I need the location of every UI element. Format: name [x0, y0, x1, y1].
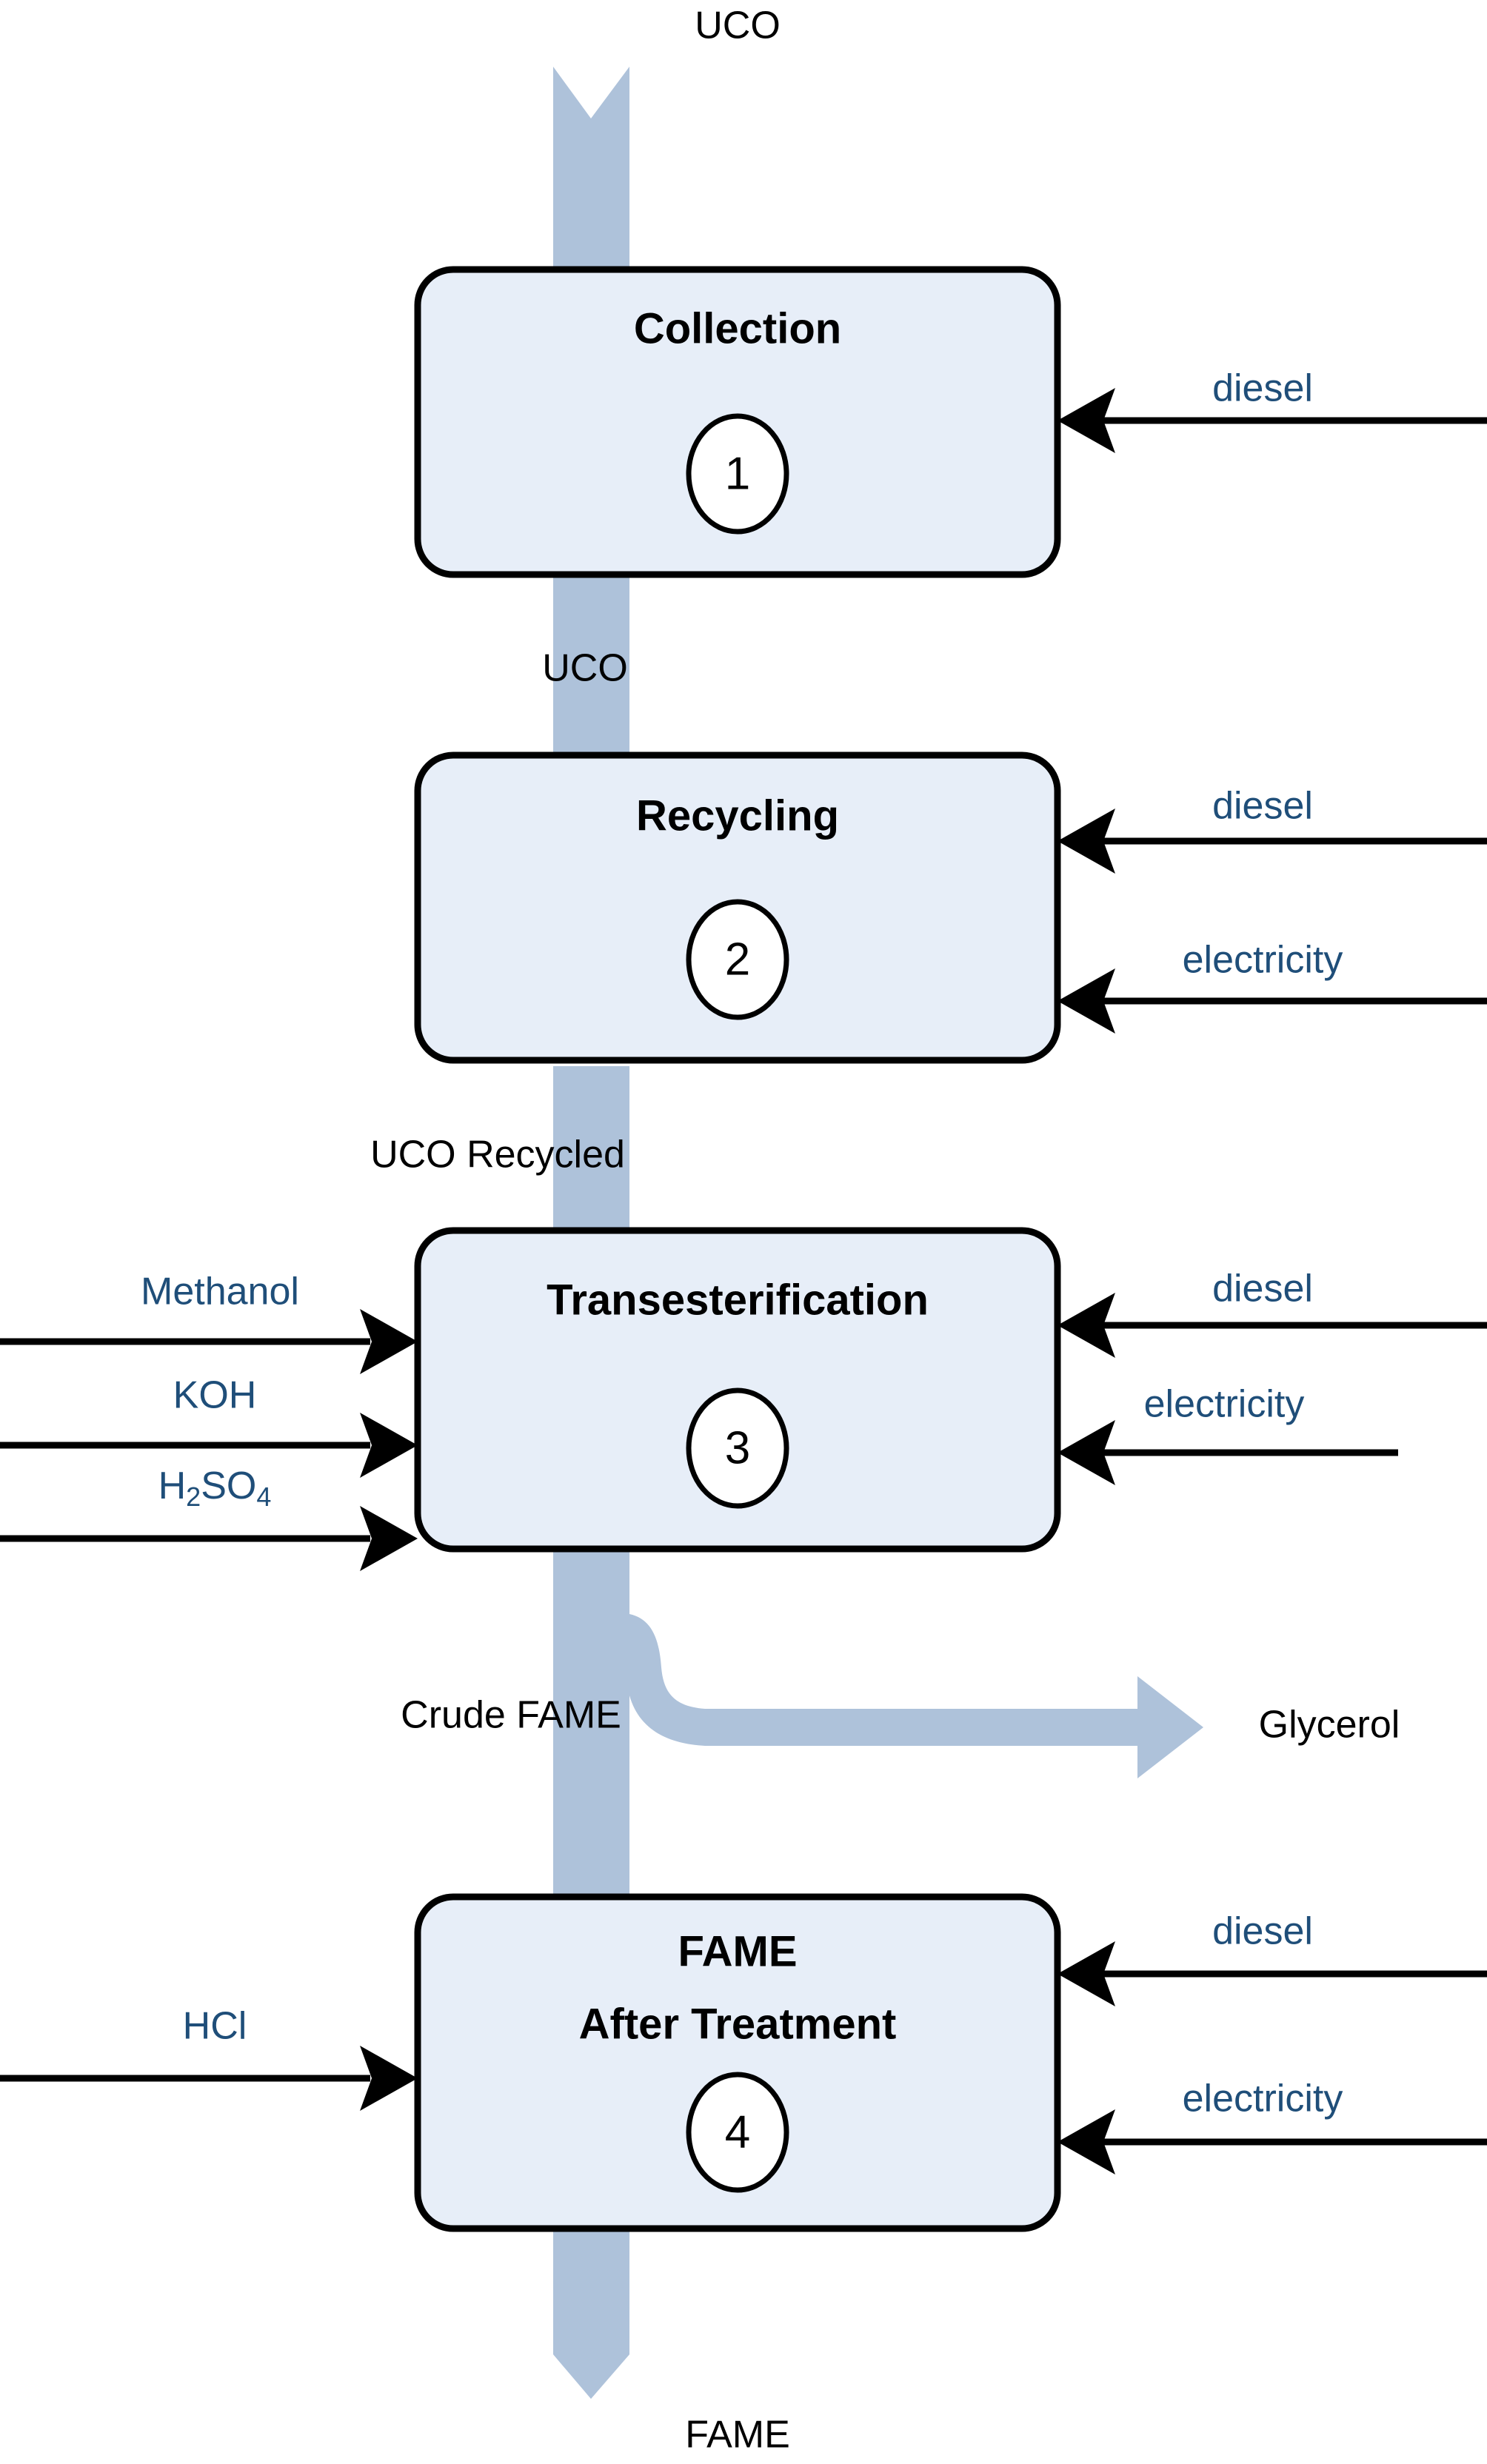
unit-box-collection-number: 1	[725, 448, 750, 499]
input-arrow-fame-after-treatment-hcl-head	[360, 2046, 418, 2111]
input-arrow-transesterification-diesel-head	[1057, 1293, 1115, 1358]
stream-label-inlet-uco: UCO	[695, 4, 781, 47]
flow-stream-recycling-to-transesterification	[553, 1066, 629, 1236]
unit-box-fame-after-treatment-title-line2: After Treatment	[579, 2000, 897, 2048]
input-arrow-transesterification-electricity[interactable]: electricity	[1057, 1383, 1398, 1485]
unit-box-collection[interactable]: Collection 1	[414, 266, 1061, 578]
flow-stream-inlet-uco	[553, 67, 629, 274]
flow-stream-collection-to-recycling	[553, 570, 629, 759]
unit-box-collection-title: Collection	[634, 304, 841, 352]
input-arrow-fame-after-treatment-hcl[interactable]: HCl	[0, 2005, 418, 2111]
input-label-recycling-diesel: diesel	[1212, 785, 1313, 828]
unit-box-transesterification-title: Transesterification	[547, 1276, 929, 1324]
unit-box-transesterification-badge	[686, 1387, 789, 1509]
input-arrow-transesterification-koh-head	[360, 1413, 418, 1478]
input-arrow-collection-diesel-head	[1057, 388, 1115, 453]
unit-box-recycling[interactable]: Recycling 2	[414, 751, 1061, 1064]
unit-box-recycling-number: 2	[725, 934, 750, 985]
stream-label-outlet-fame: FAME	[685, 2414, 790, 2457]
input-arrow-collection-diesel[interactable]: diesel	[1057, 367, 1487, 453]
stream-label-glycerol: Glycerol	[1259, 1704, 1400, 1747]
input-arrow-fame-after-treatment-electricity[interactable]: electricity	[1057, 2078, 1487, 2175]
input-arrow-fame-after-treatment-electricity-head	[1057, 2109, 1115, 2175]
input-label-fame-after-treatment-electricity: electricity	[1183, 2078, 1343, 2120]
input-label-recycling-electricity: electricity	[1183, 939, 1343, 982]
unit-box-fame-after-treatment-badge	[686, 2072, 789, 2193]
input-arrow-recycling-diesel[interactable]: diesel	[1057, 785, 1487, 874]
input-arrow-recycling-electricity-head	[1057, 968, 1115, 1034]
unit-box-transesterification-number: 3	[725, 1422, 750, 1473]
input-arrow-transesterification-methanol[interactable]: Methanol	[0, 1270, 418, 1374]
input-arrow-fame-after-treatment-diesel-head	[1057, 1941, 1115, 2006]
input-arrow-transesterification-h2so4-head	[360, 1506, 418, 1571]
h2so4-part-2: 2	[186, 1482, 201, 1512]
unit-box-collection-badge	[686, 413, 789, 535]
unit-box-recycling-title: Recycling	[636, 791, 839, 840]
input-label-fame-after-treatment-hcl: HCl	[183, 2005, 247, 2048]
h2so4-part-h: H	[158, 1464, 187, 1507]
unit-box-fame-after-treatment-shape	[414, 1893, 1061, 2232]
h2so4-part-so: SO	[201, 1464, 256, 1507]
input-arrow-transesterification-h2so4[interactable]: H2SO4	[0, 1464, 418, 1571]
stream-label-recycling-to-transesterification: UCO Recycled	[370, 1134, 625, 1176]
input-arrow-transesterification-diesel[interactable]: diesel	[1057, 1268, 1487, 1358]
unit-box-fame-after-treatment-number: 4	[725, 2106, 750, 2157]
input-label-transesterification-electricity: electricity	[1144, 1383, 1305, 1426]
input-arrow-transesterification-methanol-head	[360, 1309, 418, 1374]
input-arrow-fame-after-treatment-diesel[interactable]: diesel	[1057, 1910, 1487, 2006]
unit-box-transesterification[interactable]: Transesterification 3	[414, 1227, 1061, 1553]
unit-box-fame-after-treatment[interactable]: FAME After Treatment 4	[414, 1893, 1061, 2232]
input-arrow-recycling-diesel-head	[1057, 808, 1115, 874]
input-label-transesterification-diesel: diesel	[1212, 1268, 1313, 1310]
h2so4-part-4: 4	[256, 1482, 271, 1512]
input-arrow-transesterification-electricity-head	[1057, 1420, 1115, 1485]
unit-box-fame-after-treatment-title-line1: FAME	[678, 1927, 797, 1975]
input-label-transesterification-koh: KOH	[173, 1374, 257, 1417]
stream-label-collection-to-recycling: UCO	[542, 647, 628, 690]
input-arrow-transesterification-koh[interactable]: KOH	[0, 1374, 418, 1478]
input-arrow-recycling-electricity[interactable]: electricity	[1057, 939, 1487, 1034]
flow-stream-glycerol-branch	[625, 1614, 1203, 1778]
input-label-transesterification-h2so4: H2SO4	[158, 1464, 272, 1512]
input-label-fame-after-treatment-diesel: diesel	[1212, 1910, 1313, 1953]
input-label-transesterification-methanol: Methanol	[141, 1270, 299, 1313]
unit-box-recycling-badge	[686, 899, 789, 1020]
stream-label-transesterification-to-aftertreatment: Crude FAME	[401, 1694, 621, 1737]
flow-stream-outlet-fame	[553, 2229, 629, 2399]
flow-stream-transesterification-to-aftertreatment	[553, 1544, 629, 1921]
input-label-collection-diesel: diesel	[1212, 367, 1313, 410]
